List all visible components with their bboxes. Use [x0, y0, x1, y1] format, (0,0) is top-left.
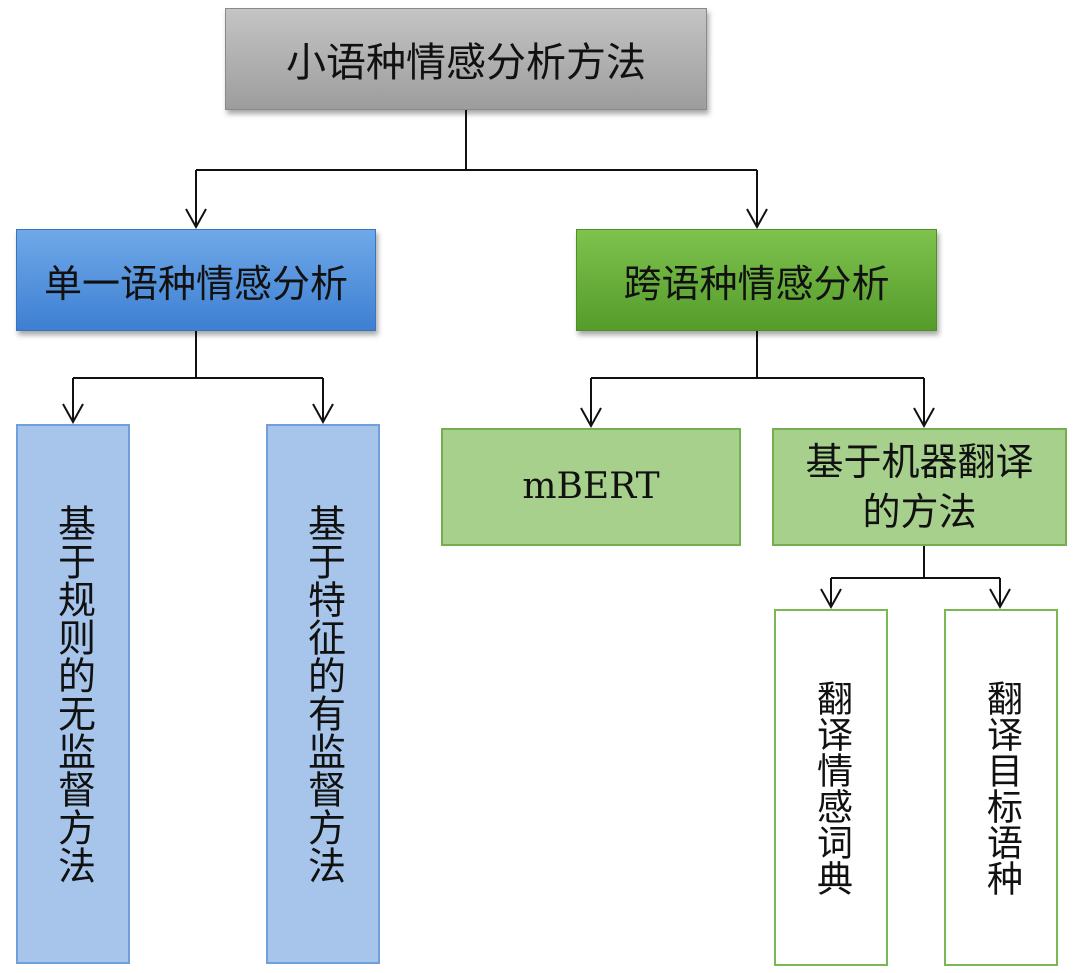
- arrowheads: [62, 208, 1011, 610]
- monolingual-node: 单一语种情感分析: [16, 229, 376, 331]
- mbert-node: mBERT: [441, 428, 741, 546]
- translate-target-label: 翻译目标语种: [981, 679, 1022, 896]
- root-label: 小语种情感分析方法: [286, 40, 646, 86]
- crosslingual-label: 跨语种情感分析: [623, 261, 890, 306]
- root-node: 小语种情感分析方法: [225, 8, 707, 110]
- machine-translation-label-line1: 基于机器翻译: [805, 440, 1034, 484]
- translate-lexicon-node: 翻译情感词典: [774, 609, 888, 966]
- feature-based-supervised-node: 基于特征的有监督方法: [266, 424, 380, 964]
- translate-target-language-node: 翻译目标语种: [944, 609, 1058, 966]
- mbert-label: mBERT: [522, 466, 660, 507]
- translate-lexicon-label: 翻译情感词典: [811, 679, 852, 896]
- arrow-down-icon: [185, 208, 207, 230]
- arrow-down-icon: [913, 407, 935, 429]
- machine-translation-label-line2: 的方法: [862, 490, 977, 534]
- rule-based-unsupervised-node: 基于规则的无监督方法: [16, 424, 130, 964]
- machine-translation-node: 基于机器翻译 的方法: [772, 428, 1067, 546]
- monolingual-label: 单一语种情感分析: [43, 261, 348, 306]
- arrow-down-icon: [989, 588, 1011, 610]
- arrow-down-icon: [62, 403, 84, 425]
- rule-based-label: 基于规则的无监督方法: [51, 504, 96, 884]
- feature-based-label: 基于特征的有监督方法: [301, 504, 346, 884]
- arrow-down-icon: [746, 208, 768, 230]
- crosslingual-node: 跨语种情感分析: [576, 229, 937, 331]
- arrow-down-icon: [820, 588, 842, 610]
- arrow-down-icon: [580, 407, 602, 429]
- arrow-down-icon: [312, 403, 334, 425]
